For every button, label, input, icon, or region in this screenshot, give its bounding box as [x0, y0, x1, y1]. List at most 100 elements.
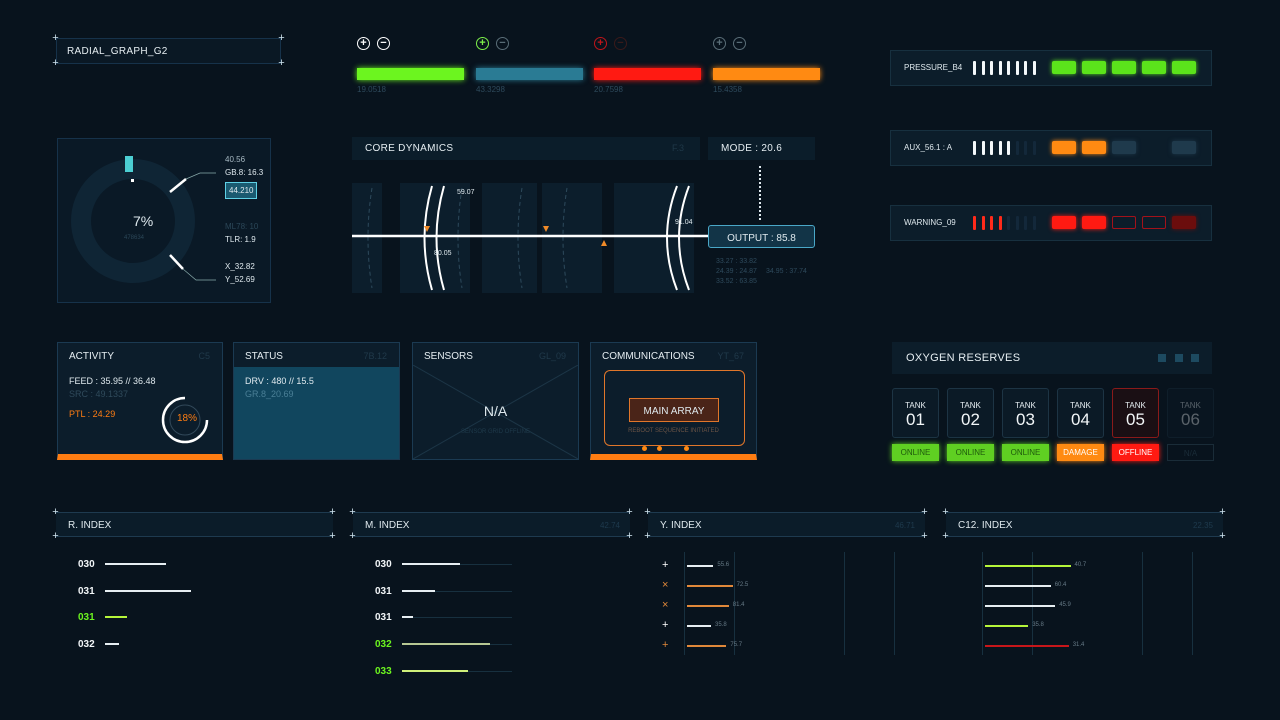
minus-icon[interactable]: −: [733, 37, 746, 50]
card-code: YT_67: [717, 351, 744, 361]
index-value: 72.5: [736, 582, 749, 588]
tank-label: TANK: [905, 401, 926, 410]
tank-number: 05: [1126, 410, 1145, 429]
grid-line: [894, 552, 895, 655]
radial-sub: 478634: [124, 235, 145, 241]
minus-icon[interactable]: −: [614, 37, 627, 50]
x-marker-icon: ×: [662, 579, 669, 591]
index-bar: [985, 605, 1056, 607]
index-bar: [687, 565, 714, 567]
output-value: OUTPUT : 85.8: [727, 233, 796, 244]
value-bar: [476, 68, 583, 80]
communications-card[interactable]: COMMUNICATIONS YT_67 MAIN ARRAY REBOOT S…: [590, 342, 757, 460]
bar-value: 19.0518: [357, 85, 386, 94]
level-tick: [1007, 61, 1010, 75]
index-title: M. INDEX: [365, 520, 410, 531]
status-row: PRESSURE_B4: [890, 50, 1212, 86]
radial-value: 40.56: [225, 155, 246, 164]
grid-line: [1192, 552, 1193, 655]
sensors-card[interactable]: SENSORS GL_09 N/A SENSOR GRID OFFLINE: [412, 342, 579, 460]
tank-number: 02: [961, 410, 980, 429]
grid-line: [1142, 552, 1143, 655]
minus-icon[interactable]: −: [496, 37, 509, 50]
core-readout: 34.95 : 37.74: [766, 268, 807, 275]
index-value: 31.4: [1072, 642, 1085, 648]
card-code: GL_09: [538, 351, 566, 361]
level-tick: [1032, 141, 1036, 155]
corner-plus-icon: +: [644, 506, 651, 518]
activity-card[interactable]: ACTIVITY C5 FEED : 35.95 // 36.48 SRC : …: [57, 342, 223, 460]
index-track: [402, 617, 512, 619]
level-tick: [990, 61, 993, 75]
level-tick: [1032, 216, 1036, 230]
radial-x: X_32.82: [225, 262, 255, 271]
card-title: ACTIVITY: [69, 351, 115, 362]
indicator-square-icon: [1191, 354, 1199, 362]
dot-icon: [642, 446, 647, 451]
radial-graph-title: RADIAL_GRAPH_G2: [67, 46, 168, 57]
plus-icon[interactable]: +: [476, 37, 489, 50]
corner-plus-icon: +: [52, 506, 59, 518]
value-bar: [713, 68, 820, 80]
radial-percent: 7%: [133, 213, 154, 229]
radial-value: GB.8: 16.3: [225, 168, 264, 177]
tank-label: TANK: [1015, 401, 1036, 410]
tank-status: ONLINE: [947, 444, 994, 461]
index-code: 42.74: [599, 521, 620, 530]
index-row-id: 031: [375, 585, 392, 597]
index-bar: [402, 616, 413, 619]
index-bar: [105, 643, 120, 646]
plus-icon[interactable]: +: [594, 37, 607, 50]
activity-percent: 18%: [177, 413, 198, 424]
tank-number: 01: [906, 410, 925, 429]
corner-plus-icon: +: [349, 530, 356, 542]
corner-plus-icon: +: [1219, 506, 1226, 518]
level-tick: [981, 141, 985, 155]
level-tick: [1015, 141, 1019, 155]
src-value: SRC : 49.1337: [69, 389, 129, 399]
main-array-button[interactable]: MAIN ARRAY: [629, 398, 719, 422]
index-bar: [985, 645, 1069, 647]
status-row: WARNING_09: [890, 205, 1212, 241]
mode-box: MODE : 20.6: [708, 137, 815, 160]
index-bar: [105, 589, 191, 592]
core-label: 91.04: [675, 219, 693, 226]
grid-line: [982, 552, 983, 655]
level-tick: [1007, 216, 1010, 230]
minus-icon[interactable]: −: [377, 37, 390, 50]
level-block: [1112, 141, 1136, 154]
index-value: 35.8: [715, 622, 727, 628]
plus-marker-icon: +: [662, 619, 669, 631]
core-dynamics-code: F.3: [671, 143, 684, 153]
radial-highlight-value: 44.210: [225, 182, 258, 199]
index-value: 35.8: [1032, 622, 1044, 628]
plus-icon[interactable]: +: [713, 37, 726, 50]
bar-value: 20.7598: [594, 85, 623, 94]
status-card[interactable]: STATUS 7B.12 DRV : 480 // 15.5 GR.8_20.6…: [233, 342, 400, 460]
index-row-id: 030: [375, 559, 392, 570]
status-row-label: WARNING_09: [904, 218, 956, 227]
level-tick: [998, 141, 1002, 155]
index-row-id: 033: [375, 665, 392, 677]
comms-frame: [604, 370, 745, 446]
corner-plus-icon: +: [942, 506, 949, 518]
level-tick: [1024, 141, 1027, 155]
mode-dotted-connector: [759, 166, 761, 220]
index-bar: [687, 625, 711, 627]
card-title: STATUS: [245, 351, 283, 362]
level-block: [1172, 216, 1196, 229]
index-row-id: 031: [375, 612, 392, 624]
level-tick: [1024, 216, 1027, 230]
index-value: 81.4: [732, 602, 745, 608]
level-block: [1112, 61, 1136, 74]
radial-y: Y_52.69: [225, 275, 255, 284]
plus-icon[interactable]: +: [357, 37, 370, 50]
